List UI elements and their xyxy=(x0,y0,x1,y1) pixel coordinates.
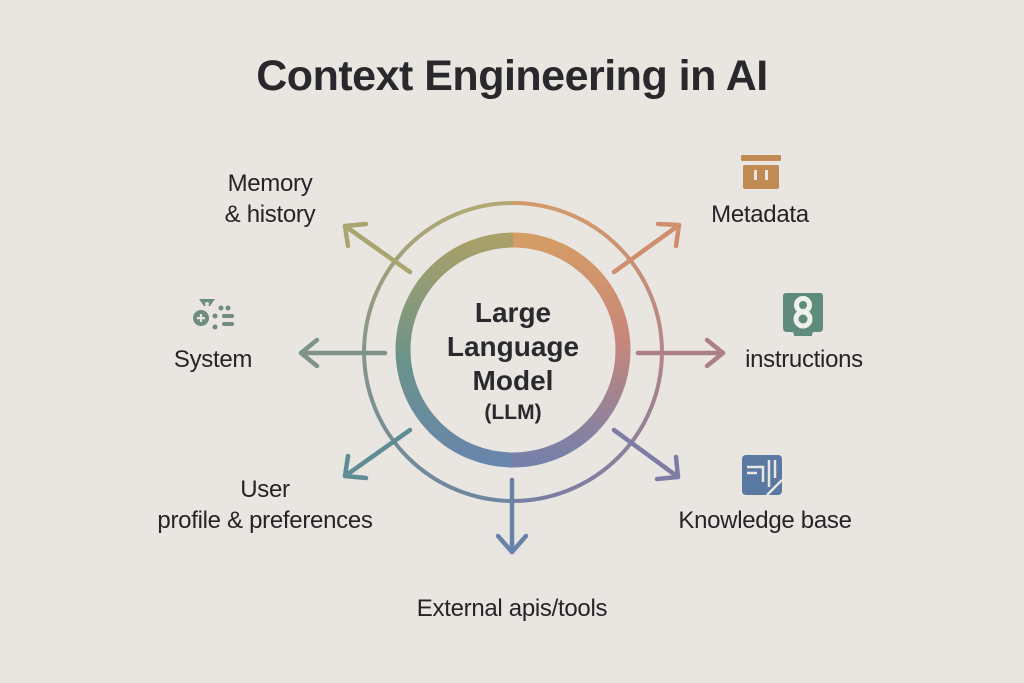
arrow-instructions xyxy=(635,337,726,369)
knowledge-base-icon xyxy=(742,455,783,496)
instructions-icon xyxy=(783,293,823,336)
node-instructions: instructions xyxy=(722,344,886,375)
node-metadata-label: Metadata xyxy=(711,201,809,228)
node-metadata: Metadata xyxy=(690,199,830,230)
node-knowledge-label: Knowledge base xyxy=(678,507,852,534)
center-line-3: Model xyxy=(472,365,554,396)
inner-ring-right xyxy=(512,232,631,468)
system-settings-icon xyxy=(193,299,234,330)
node-knowledge: Knowledge base xyxy=(660,505,870,536)
node-memory-line2: & history xyxy=(224,201,316,228)
arrow-knowledge xyxy=(611,427,681,482)
center-line-2: Language xyxy=(446,331,580,362)
diagram-title: Context Engineering in AI xyxy=(256,52,768,100)
node-memory-line1: Memory xyxy=(227,170,313,197)
arrow-system xyxy=(298,337,388,369)
inner-ring-left xyxy=(395,232,514,468)
arrow-memory xyxy=(342,221,413,275)
node-instructions-label: instructions xyxy=(745,346,863,373)
arrow-external xyxy=(495,477,529,555)
node-user-line1: User xyxy=(240,476,290,503)
metadata-icon xyxy=(741,155,781,189)
node-system-label: System xyxy=(173,346,253,373)
node-external-label: External apis/tools xyxy=(416,595,608,622)
node-user-line2: profile & preferences xyxy=(157,507,373,534)
node-external: External apis/tools xyxy=(382,593,642,624)
node-user: User profile & preferences xyxy=(130,474,400,536)
node-system: System xyxy=(150,344,276,375)
node-memory: Memory & history xyxy=(190,168,350,230)
arrow-metadata xyxy=(611,221,682,275)
center-llm-label: Large Language Model (LLM) xyxy=(413,296,613,428)
arrow-user xyxy=(342,427,413,481)
center-abbr: (LLM) xyxy=(484,401,542,424)
center-line-1: Large xyxy=(474,297,552,328)
